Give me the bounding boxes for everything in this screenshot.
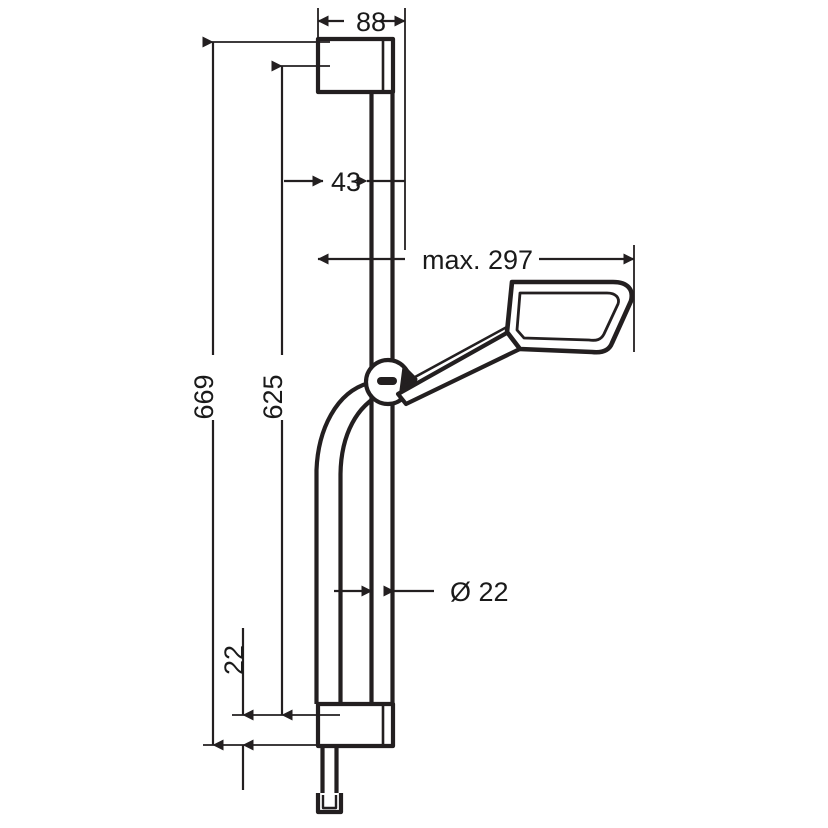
shower-hose [314,380,387,704]
dim-label-625: 625 [258,374,288,419]
dim-label-diameter-22: Ø 22 [450,577,509,607]
dim-label-669: 669 [189,374,219,419]
bottom-wall-bracket [315,701,396,749]
hand-shower [395,279,635,407]
dim-label-43: 43 [331,167,361,197]
dim-label-22: 22 [219,645,249,675]
product-geometry [314,36,635,815]
dimension-labels: 88 43 max. 297 Ø 22 669 625 22 [189,7,533,675]
dimension-lines [202,8,635,790]
dim-label-88: 88 [356,7,386,37]
hose-connector [315,746,344,815]
dim-label-max-297: max. 297 [422,245,533,275]
